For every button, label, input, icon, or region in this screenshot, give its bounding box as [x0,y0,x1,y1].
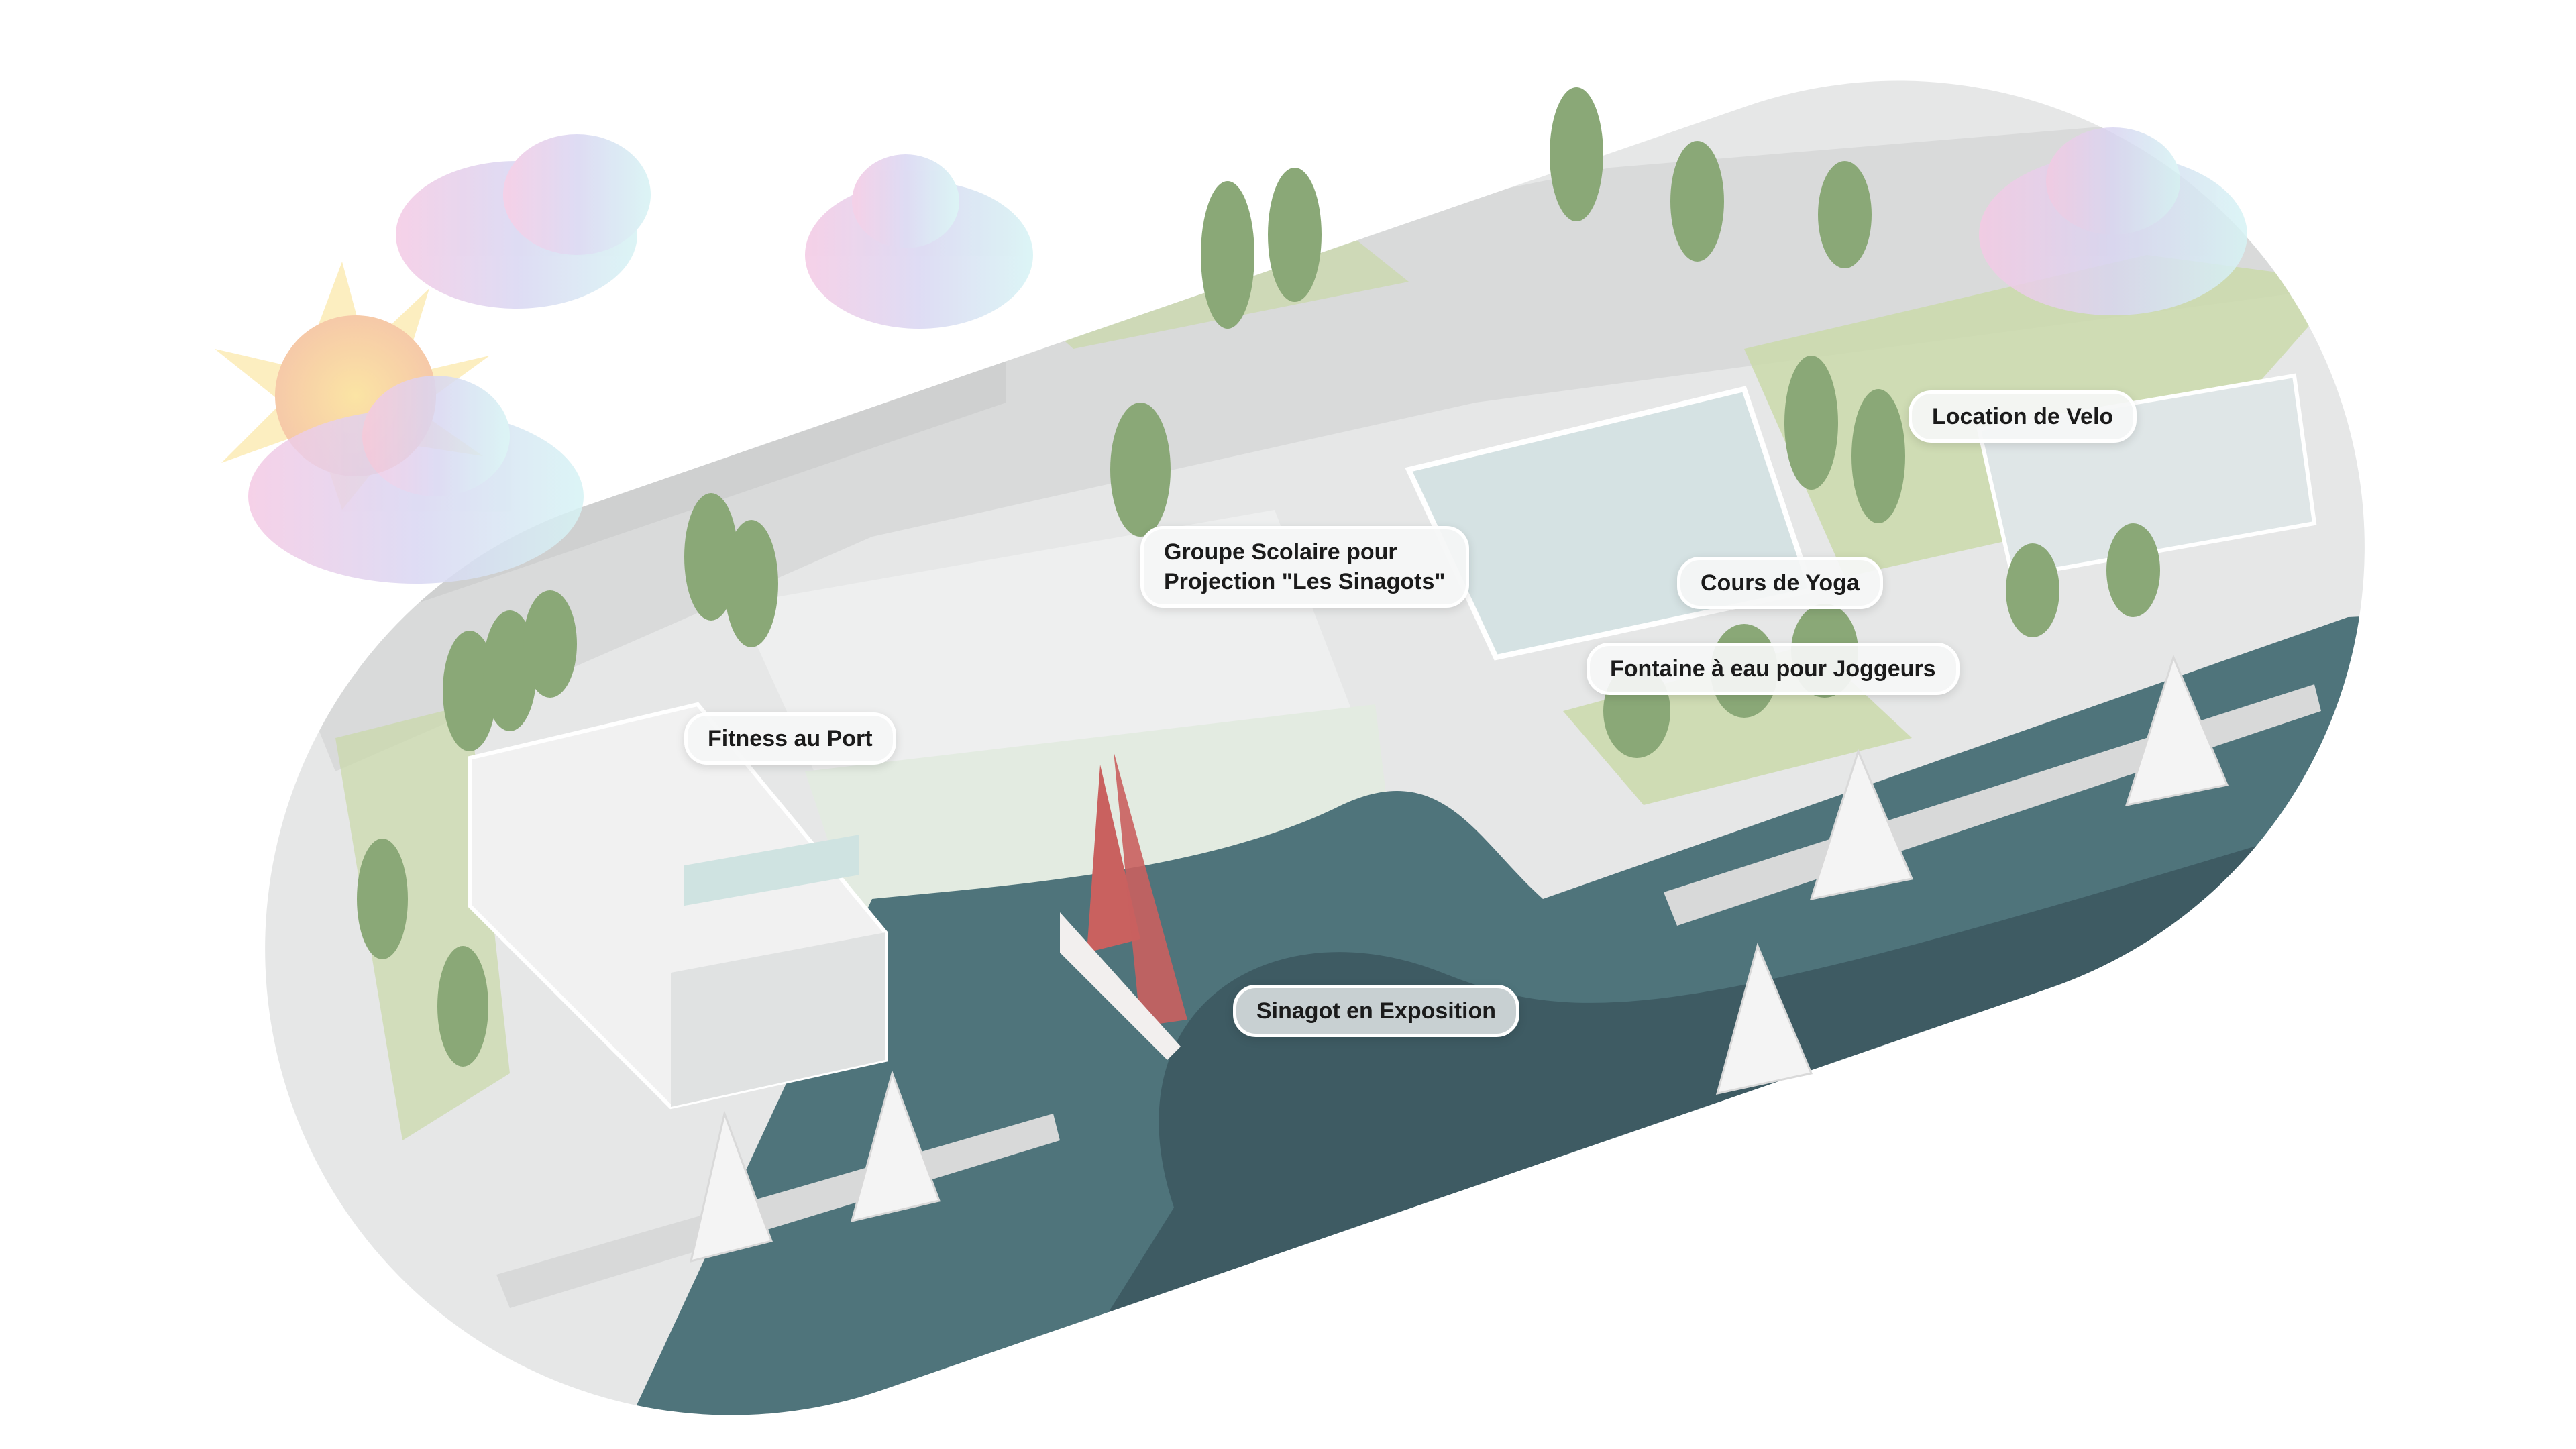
label-fontaine: Fontaine à eau pour Joggeurs [1587,643,1960,695]
sinagot-boat [1060,751,1187,1060]
label-fitness-au-port: Fitness au Port [684,712,896,765]
label-sinagot-en-exposition: Sinagot en Exposition [1233,985,1520,1037]
label-text: Sinagot en Exposition [1256,998,1497,1024]
label-cours-de-yoga: Cours de Yoga [1677,557,1883,609]
fitness-building [468,702,888,1110]
label-text: Location de Velo [1932,404,2114,429]
sailboats [689,654,2229,1263]
label-text-line2: Projection "Les Sinagots" [1164,569,1446,594]
label-groupe-scolaire: Groupe Scolaire pour Projection "Les Sin… [1140,526,1469,608]
label-text: Fitness au Port [708,726,873,751]
label-text: Cours de Yoga [1701,570,1860,596]
trees [357,87,2160,1067]
label-location-de-velo: Location de Velo [1909,390,2137,443]
cloud-icon [248,127,2247,584]
label-text-line1: Groupe Scolaire pour [1164,539,1397,565]
label-text: Fontaine à eau pour Joggeurs [1610,656,1936,682]
